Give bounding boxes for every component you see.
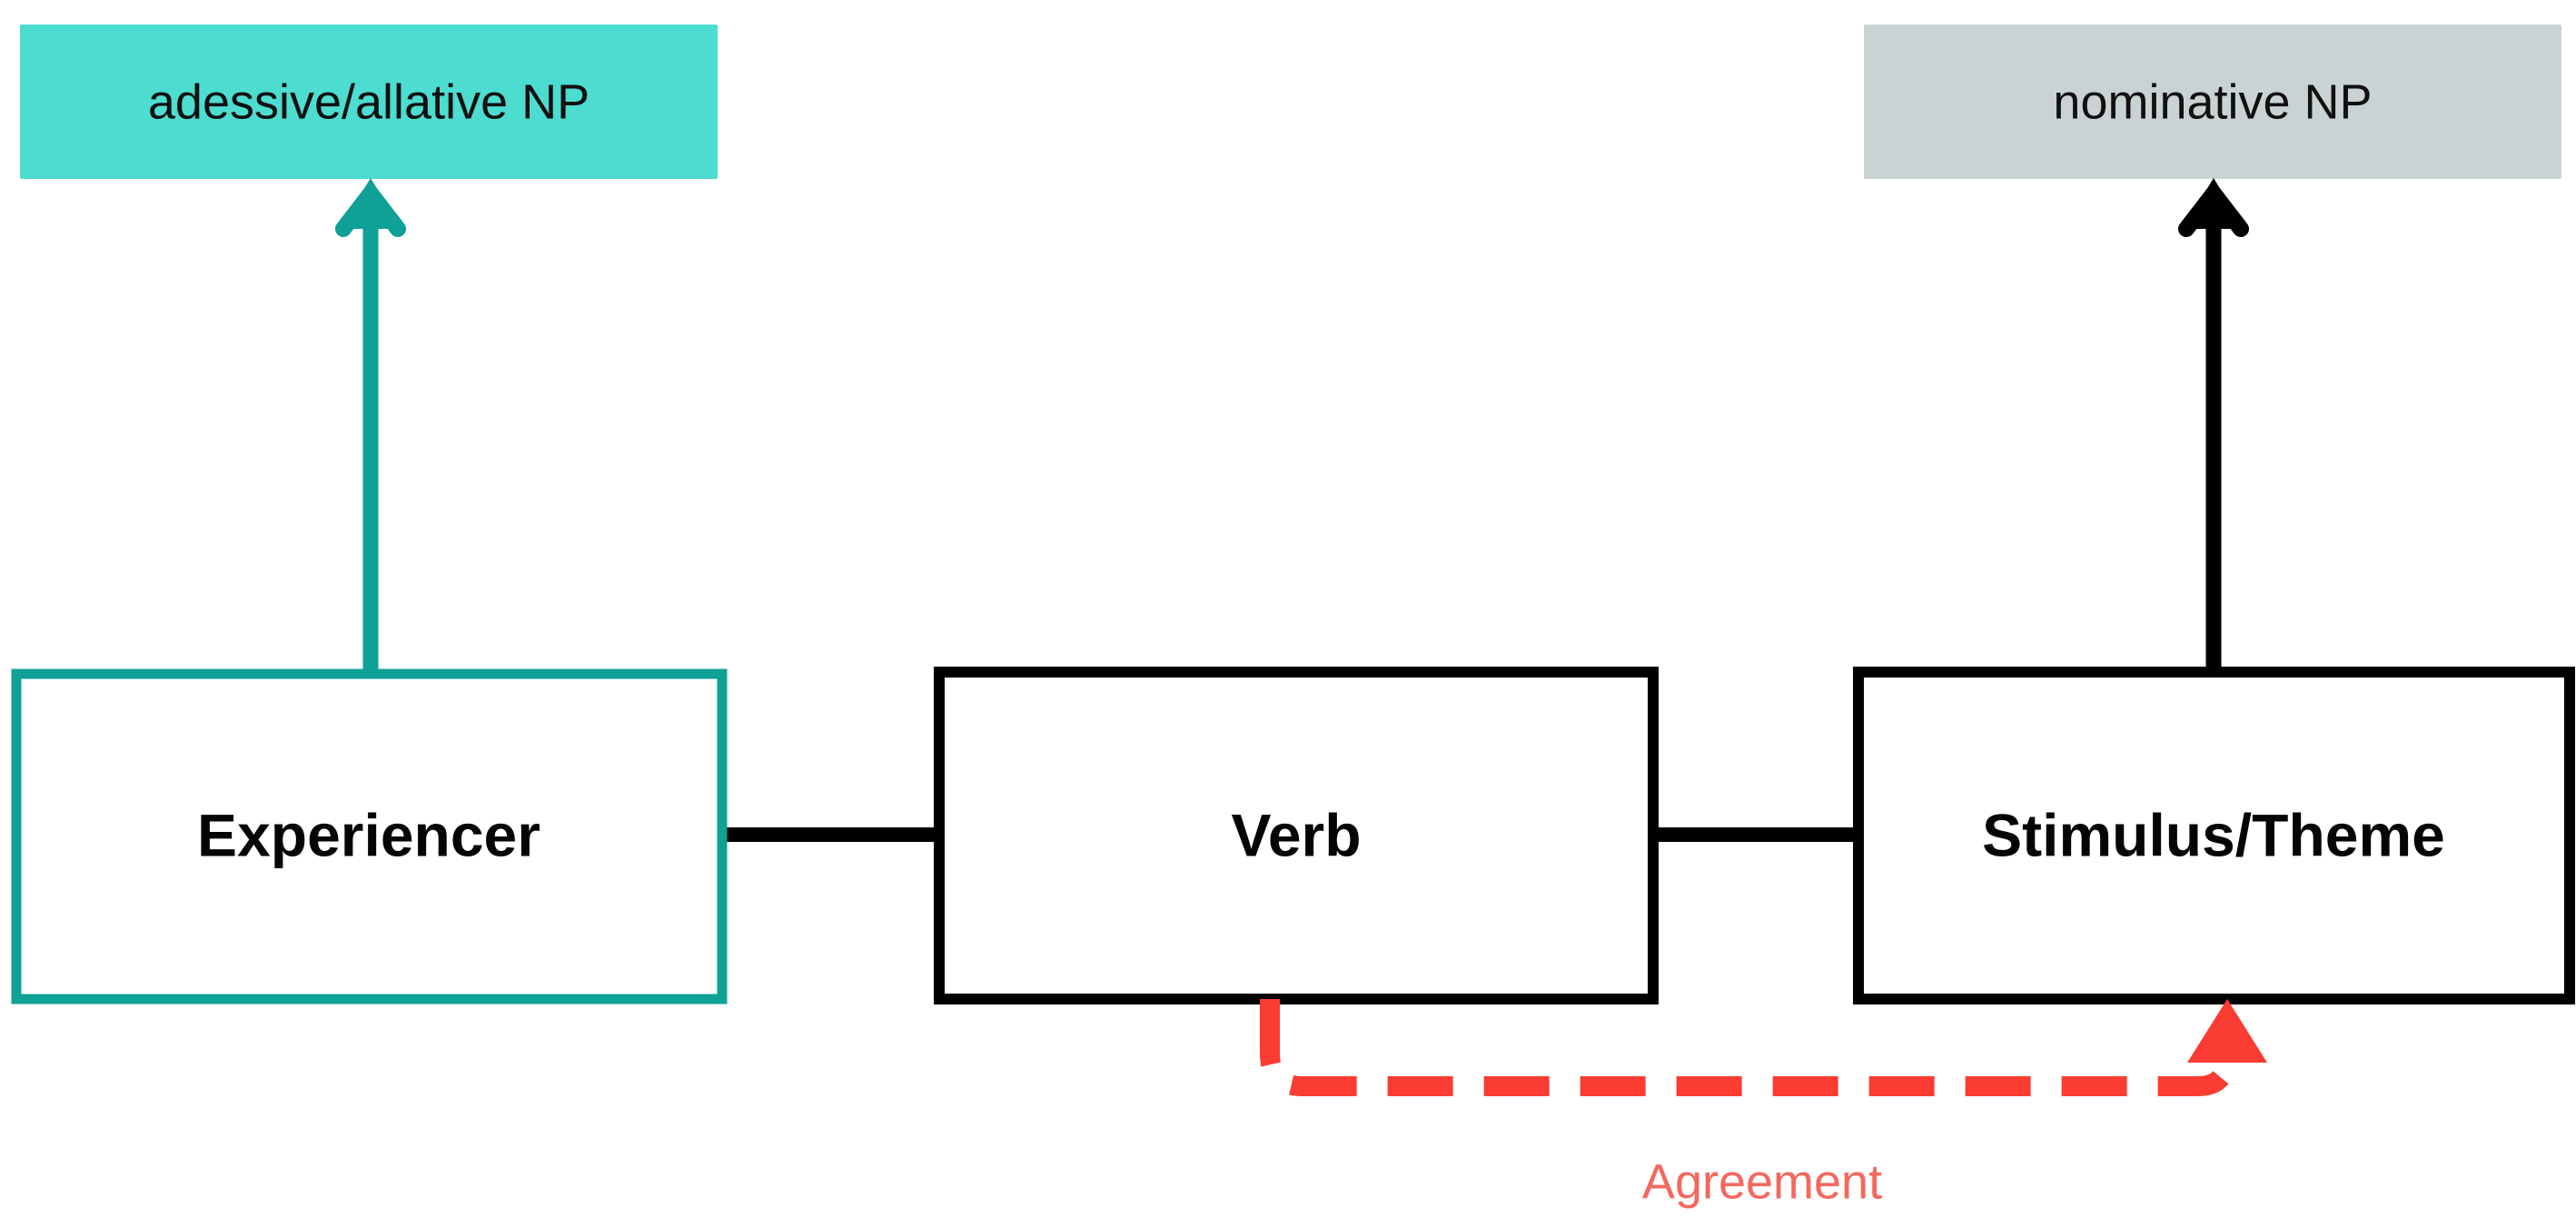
case-box-adessive-allative-np[interactable]: adessive/allative NP [20, 25, 718, 179]
agreement-label: Agreement [1642, 1154, 1882, 1209]
agreement-arrow-dashed-path [1260, 999, 2237, 1096]
experiencer-case-arrow-barbs [335, 185, 406, 237]
stimulus-case-arrow [2178, 178, 2249, 677]
role-box-verb[interactable]: Verb [934, 667, 1659, 1004]
stimulus-theme-box-outline [1853, 667, 2575, 1004]
experiencer-label: Experiencer [197, 801, 540, 868]
stimulus-case-arrow-barbs [2178, 185, 2249, 237]
experiencer-box-outline [11, 668, 728, 1004]
adessive-allative-np-fill [20, 25, 718, 179]
role-box-stimulus-theme[interactable]: Stimulus/Theme [1853, 667, 2575, 1004]
verb-label: Verb [1231, 801, 1361, 868]
nominative-np-label: nominative NP [2053, 74, 2372, 129]
case-box-nominative-np[interactable]: nominative NP [1864, 25, 2561, 179]
adessive-allative-np-label: adessive/allative NP [148, 74, 590, 129]
agreement-arrow-head [2187, 999, 2267, 1063]
verb-box-outline [934, 667, 1659, 1004]
experiencer-case-arrow [335, 178, 406, 677]
stimulus-theme-label: Stimulus/Theme [1982, 801, 2445, 868]
agreement-arrow [1260, 999, 2267, 1096]
nominative-np-fill [1864, 25, 2561, 179]
role-box-experiencer[interactable]: Experiencer [11, 668, 728, 1004]
